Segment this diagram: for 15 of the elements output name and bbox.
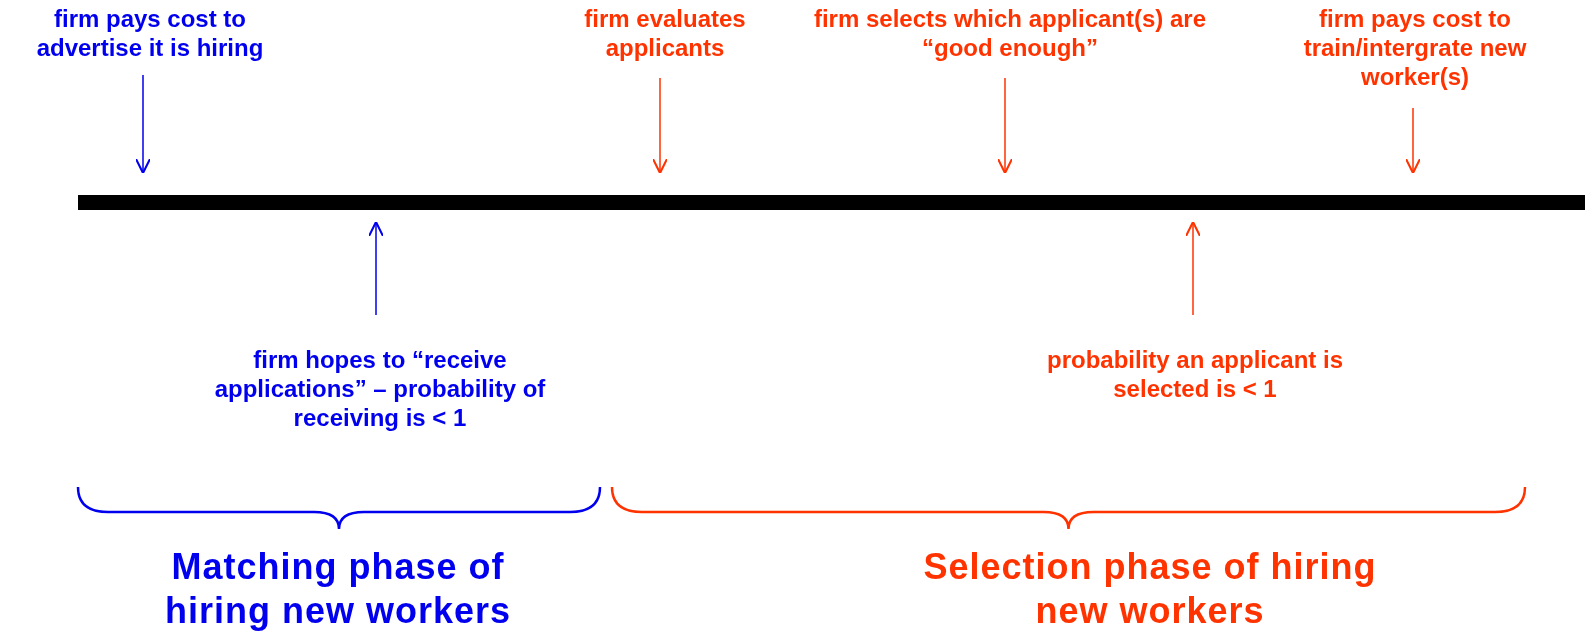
arrow bbox=[996, 77, 1014, 175]
arrow bbox=[367, 220, 385, 316]
annotation-text: firm evaluates applicants bbox=[545, 4, 785, 62]
timeline-bar bbox=[78, 195, 1585, 210]
phase-title: Matching phase of hiring new workers bbox=[163, 545, 513, 633]
arrow bbox=[651, 77, 669, 175]
annotation-text: firm pays cost to advertise it is hiring bbox=[0, 4, 300, 62]
annotation-text: firm selects which applicant(s) are “good enough” bbox=[810, 4, 1210, 62]
arrow bbox=[1404, 107, 1422, 175]
annotation-text: probability an applicant is selected is < 1 bbox=[1010, 345, 1380, 403]
arrow bbox=[1184, 220, 1202, 316]
phase-title: Selection phase of hiring new workers bbox=[922, 545, 1378, 633]
annotation-text: firm pays cost to train/intergrate new worker(s) bbox=[1265, 4, 1565, 91]
annotation-text: firm hopes to “receive applications” – probability of receiving is < 1 bbox=[175, 345, 585, 432]
arrow bbox=[134, 74, 152, 175]
